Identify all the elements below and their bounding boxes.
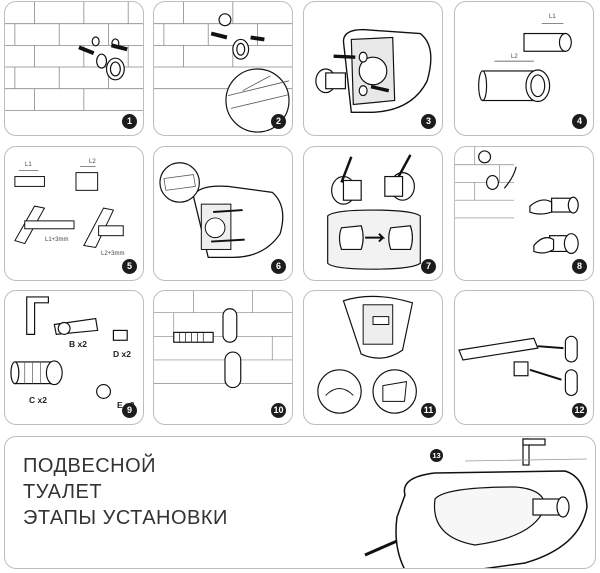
step-panel-8: 8: [454, 146, 594, 281]
dimension-l1-label: L1: [25, 162, 32, 168]
step-panel-4: L1 L2 4: [454, 1, 594, 136]
parts-list-illustration: [10, 296, 128, 399]
part-d-label: D x2: [113, 349, 131, 359]
dimension-l2-label: L2: [89, 159, 96, 165]
step-panel-5: L1 L2 L1+3mm L2+3mm 5: [4, 146, 144, 281]
step-panel-2: 2: [153, 1, 293, 136]
drilling-illustration: [154, 2, 292, 133]
dimension-l2-3mm-label: L2+3mm: [101, 251, 125, 257]
step-number: 11: [421, 403, 436, 418]
frame-fit-illustration: [317, 295, 417, 414]
title-line-3: ЭТАПЫ УСТАНОВКИ: [23, 507, 228, 529]
title-line-1: ПОДВЕСНОЙ: [23, 455, 157, 477]
step-number: 3: [421, 114, 436, 129]
step-number: 9: [122, 403, 137, 418]
step-panel-11: 11: [303, 290, 443, 425]
part-b-label: B x2: [69, 339, 87, 349]
step-number: 8: [572, 259, 587, 274]
step-panel-6: 6: [153, 146, 293, 281]
dimension-l1-3mm-label: L1+3mm: [45, 237, 69, 243]
step-number: 12: [572, 403, 587, 418]
step-number: 4: [572, 114, 587, 129]
step-number: 10: [271, 403, 286, 418]
wall-fixing-illustration: [5, 2, 143, 111]
step-panel-10: 10: [153, 290, 293, 425]
step-panel-7: 7: [303, 146, 443, 281]
step-panel-9: B x2 D x2 C x2 E x2 9: [4, 290, 144, 425]
wall-hung-toilet-illustration: [364, 438, 588, 568]
tighten-illustration: [458, 335, 578, 397]
step-panel-3: 3: [303, 1, 443, 136]
step-panel-13: ПОДВЕСНОЙ ТУАЛЕТ ЭТАПЫ УСТАНОВКИ: [4, 436, 596, 569]
step-number: 2: [271, 114, 286, 129]
title-line-2: ТУАЛЕТ: [23, 481, 103, 503]
part-c-label: C x2: [29, 395, 47, 405]
step-number: 13: [430, 449, 443, 462]
step-number: 7: [421, 259, 436, 274]
step-panel-1: 1: [4, 1, 144, 136]
cut-length-illustration: [14, 166, 124, 249]
bolt-insert-illustration: [315, 28, 432, 114]
step-number: 5: [122, 259, 137, 274]
threaded-rod-illustration: [154, 291, 292, 389]
hand-fitting-illustration: [455, 147, 579, 254]
dimension-l2-label: L2: [511, 54, 518, 60]
dimension-l1-label: L1: [549, 14, 556, 20]
step-panel-12: 12: [454, 290, 594, 425]
measure-sleeve-illustration: [478, 23, 572, 103]
mark-and-cut-illustration: [327, 154, 421, 270]
step-number: 6: [271, 259, 286, 274]
step-number: 1: [122, 114, 137, 129]
bowl-alignment-illustration: [159, 162, 284, 258]
